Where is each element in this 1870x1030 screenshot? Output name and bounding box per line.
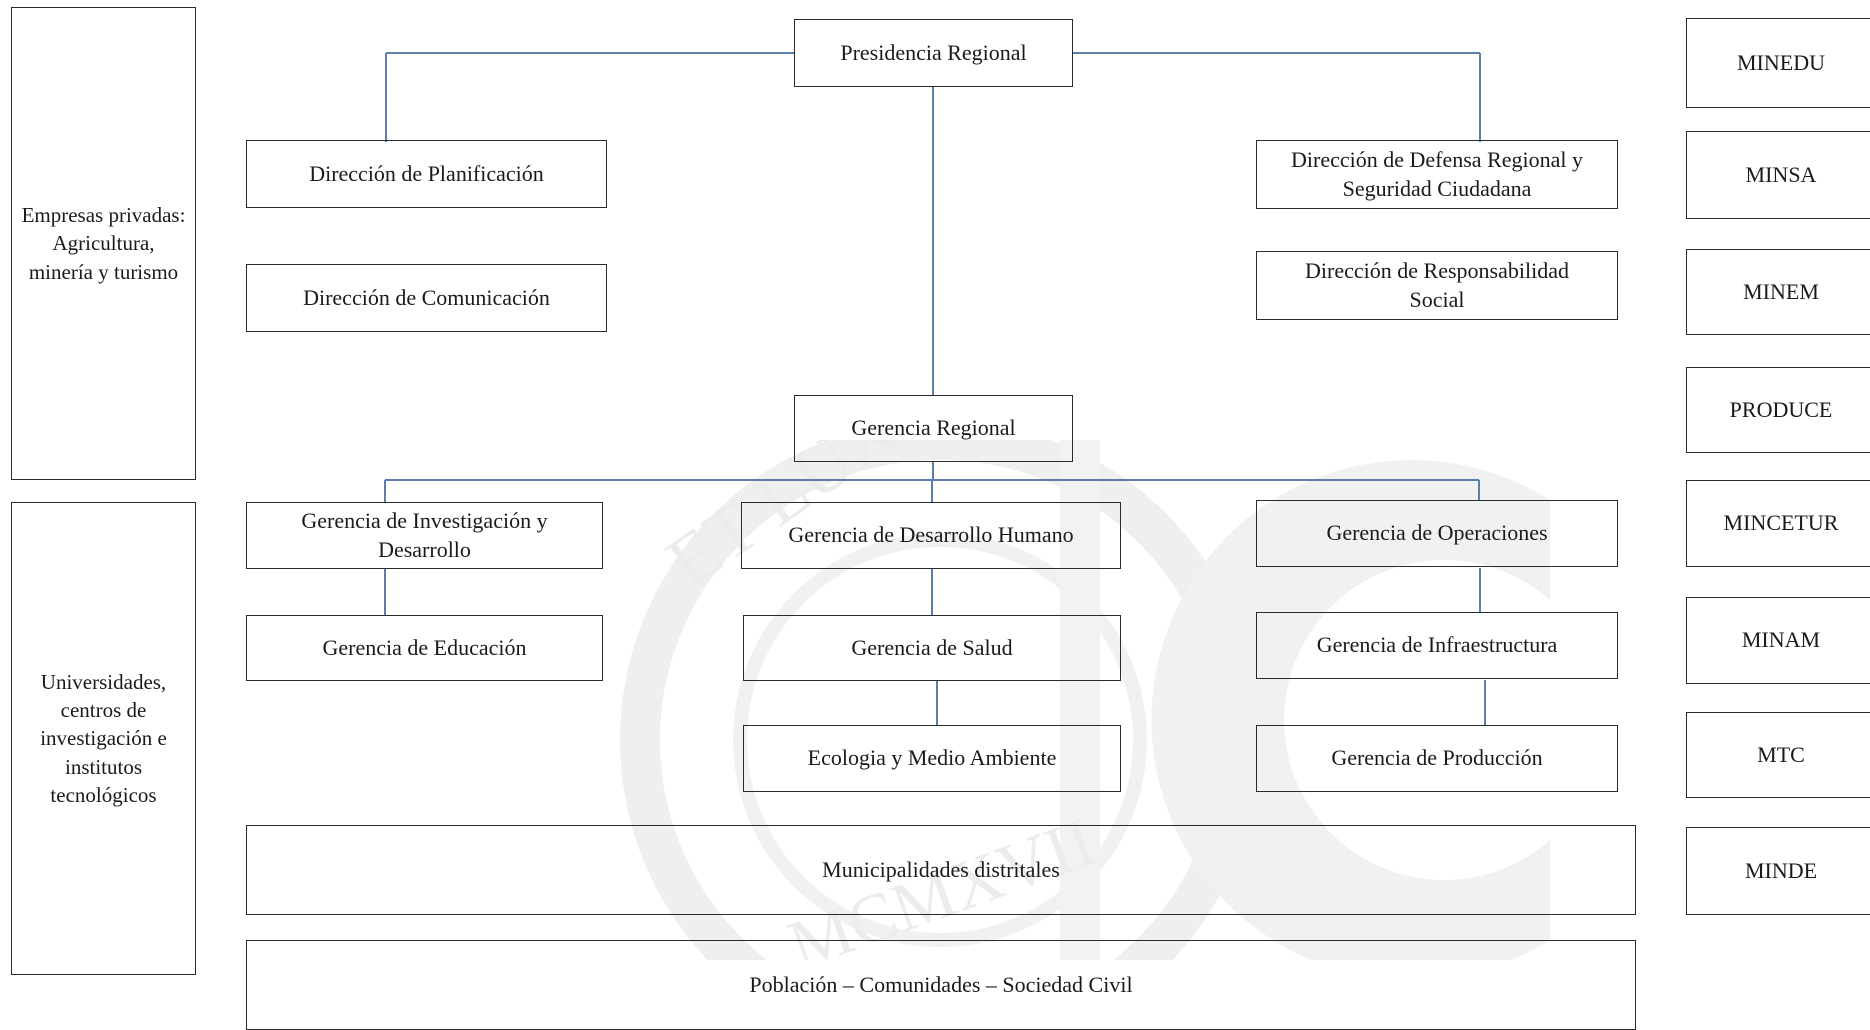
direccion-planificacion-label: Dirección de Planificación xyxy=(309,160,544,186)
ecologia-medio-ambiente-box: Ecologia y Medio Ambiente xyxy=(743,725,1121,792)
ministry-box-mtc: MTC xyxy=(1686,712,1870,798)
poblacion-label: Población – Comunidades – Sociedad Civil xyxy=(749,971,1133,997)
direccion-defensa-label: Dirección de Defensa Regional y Segurida… xyxy=(1291,146,1583,201)
gerencia-educacion-box: Gerencia de Educación xyxy=(246,615,603,681)
ministry-label: MINEM xyxy=(1743,278,1819,304)
poblacion-box: Población – Comunidades – Sociedad Civil xyxy=(246,940,1636,1030)
gerencia-regional-box: Gerencia Regional xyxy=(794,395,1073,462)
gerencia-investigacion-box: Gerencia de Investigación y Desarrollo xyxy=(246,502,603,569)
universidades-label: Universidades, centros de investigación … xyxy=(40,669,167,808)
municipalidades-label: Municipalidades distritales xyxy=(822,856,1060,882)
gerencia-desarrollo-humano-label: Gerencia de Desarrollo Humano xyxy=(788,522,1074,548)
direccion-responsabilidad-label: Dirección de Responsabilidad Social xyxy=(1305,257,1569,312)
direccion-comunicacion-label: Dirección de Comunicación xyxy=(303,284,550,310)
gerencia-regional-label: Gerencia Regional xyxy=(851,415,1016,441)
ministry-label: PRODUCE xyxy=(1729,396,1833,422)
ministry-label: MINEDU xyxy=(1737,49,1825,75)
direccion-defensa-box: Dirección de Defensa Regional y Segurida… xyxy=(1256,140,1618,209)
gerencia-infraestructura-box: Gerencia de Infraestructura xyxy=(1256,612,1618,679)
ministry-box-minem: MINEM xyxy=(1686,249,1870,335)
ministry-label: MINSA xyxy=(1745,161,1817,187)
presidencia-regional-label: Presidencia Regional xyxy=(840,39,1027,65)
empresas-privadas-label: Empresas privadas: Agricultura, minería … xyxy=(21,202,186,284)
empresas-privadas-box: Empresas privadas: Agricultura, minería … xyxy=(11,7,196,480)
gerencia-produccion-label: Gerencia de Producción xyxy=(1331,745,1543,771)
gerencia-salud-box: Gerencia de Salud xyxy=(743,615,1121,681)
direccion-responsabilidad-box: Dirección de Responsabilidad Social xyxy=(1256,251,1618,320)
gerencia-educacion-label: Gerencia de Educación xyxy=(322,634,527,660)
gerencia-infraestructura-label: Gerencia de Infraestructura xyxy=(1316,632,1558,658)
gerencia-operaciones-label: Gerencia de Operaciones xyxy=(1326,520,1548,546)
ecologia-medio-ambiente-label: Ecologia y Medio Ambiente xyxy=(807,745,1057,771)
gerencia-salud-label: Gerencia de Salud xyxy=(851,634,1013,660)
ministry-box-produce: PRODUCE xyxy=(1686,367,1870,453)
ministry-box-minsa: MINSA xyxy=(1686,131,1870,219)
universidades-box: Universidades, centros de investigación … xyxy=(11,502,196,975)
direccion-planificacion-box: Dirección de Planificación xyxy=(246,140,607,208)
gerencia-produccion-box: Gerencia de Producción xyxy=(1256,725,1618,792)
direccion-comunicacion-box: Dirección de Comunicación xyxy=(246,264,607,332)
municipalidades-box: Municipalidades distritales xyxy=(246,825,1636,915)
ministry-label: MINDE xyxy=(1744,857,1818,883)
ministry-label: MTC xyxy=(1757,741,1805,767)
ministry-box-minam: MINAM xyxy=(1686,597,1870,684)
gerencia-desarrollo-humano-box: Gerencia de Desarrollo Humano xyxy=(741,502,1121,569)
ministry-box-minde: MINDE xyxy=(1686,827,1870,915)
ministry-box-mincetur: MINCETUR xyxy=(1686,480,1870,567)
gerencia-investigacion-label: Gerencia de Investigación y Desarrollo xyxy=(301,507,548,562)
ministry-label: MINCETUR xyxy=(1723,510,1839,536)
ministry-box-minedu: MINEDU xyxy=(1686,18,1870,108)
presidencia-regional-box: Presidencia Regional xyxy=(794,19,1073,87)
gerencia-operaciones-box: Gerencia de Operaciones xyxy=(1256,500,1618,567)
ministry-label: MINAM xyxy=(1741,627,1821,653)
